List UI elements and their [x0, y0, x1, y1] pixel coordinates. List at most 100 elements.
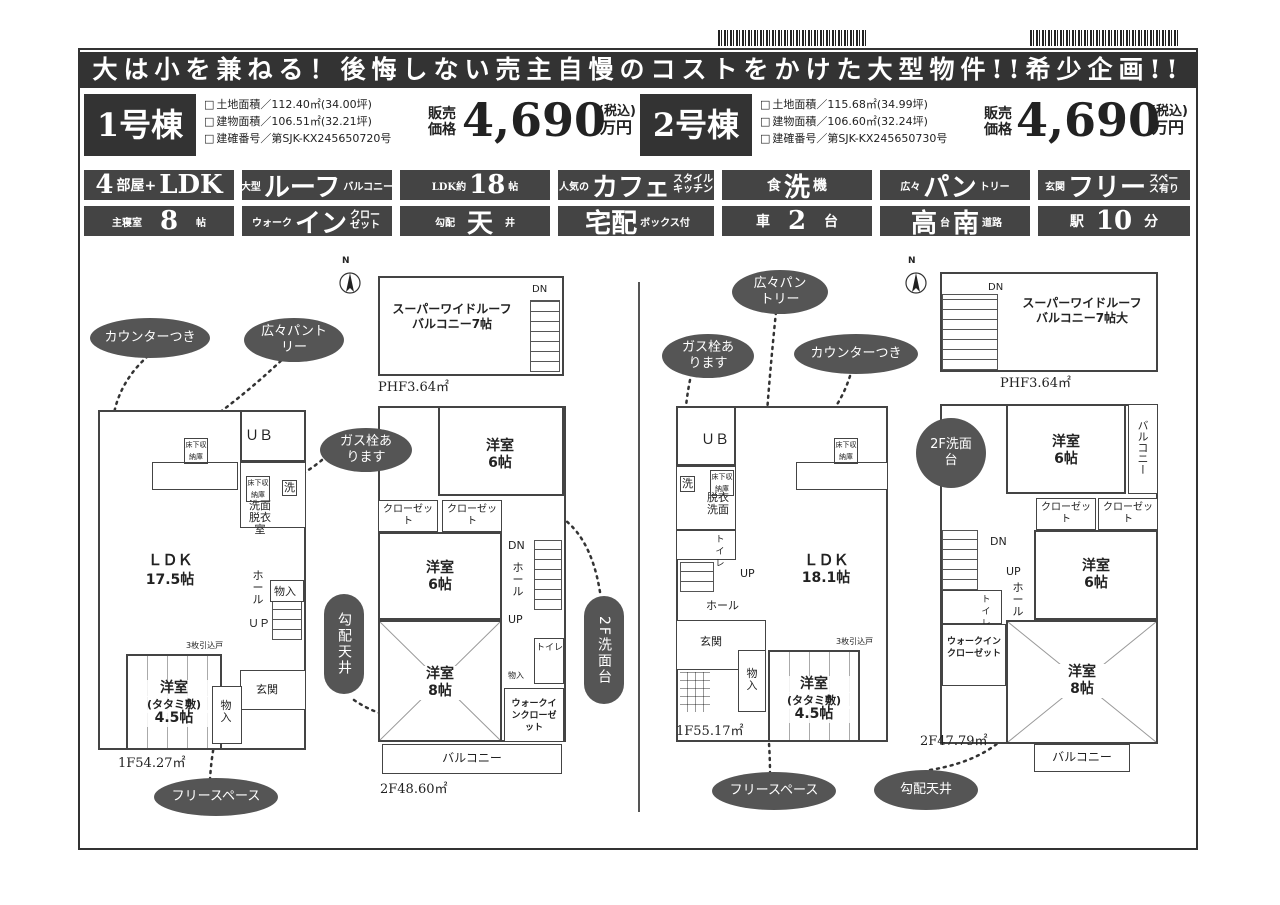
- ph-dn-2: DN: [988, 282, 1004, 293]
- callout-slope-2: 勾配天井: [874, 770, 978, 810]
- ldk-size-1: 17.5帖: [145, 572, 195, 588]
- ph-label-1: スーパーワイドルーフバルコニー7帖: [392, 302, 512, 331]
- feature-roof-balcony: 大型ルーフバルコニー: [241, 170, 393, 203]
- ph-area-1: PHF3.64㎡: [378, 380, 450, 395]
- callout-counter-2: カウンターつき: [794, 334, 918, 374]
- north-arrow-icon: [905, 272, 927, 294]
- stairs-2f-2: [942, 530, 978, 590]
- room-2f-b-2: [1034, 530, 1158, 620]
- washitsu-sub-2: (タタミ敷): [770, 692, 858, 709]
- storage-label-1f-2: 物入: [746, 667, 758, 692]
- callout-pantry-1: 広々パントリー: [244, 318, 344, 362]
- leader-sink-1: [550, 510, 602, 594]
- toilet-label-1f-2: トイレ: [715, 535, 725, 569]
- price-unit: 万円: [1152, 118, 1185, 137]
- barcode-left: [718, 30, 868, 46]
- room-2f-a-label-1: 洋室: [486, 438, 514, 454]
- closet-2f-b-2: [1098, 498, 1158, 530]
- senmen-label-2: 脱衣洗面: [707, 491, 729, 516]
- room-2f-a-size-2: 6帖: [1054, 451, 1078, 467]
- spec-land: 土地面積／115.68㎡(34.99坪): [760, 96, 978, 113]
- stairs-2f-1: [534, 540, 562, 610]
- room-2f-c-label-2: 洋室: [1052, 664, 1112, 681]
- spec-building: 建物面積／106.60㎡(32.24坪): [760, 113, 978, 130]
- washitsu-size-1: 4.5帖: [128, 710, 220, 727]
- room-2f-b-label-1: 洋室: [426, 560, 454, 576]
- balcony-side-2: [1128, 404, 1158, 494]
- room-2f-a-label-2: 洋室: [1052, 434, 1080, 450]
- wic-label-2f-1: ウォークインクローゼット: [511, 699, 557, 733]
- spec-permit: 建確番号／第SJK-KX245650730号: [760, 130, 978, 147]
- hall-label-2f-1: ホール: [512, 561, 524, 598]
- feature-cafe-kitchen: 人気のカフェスタイルキッチン: [558, 170, 714, 203]
- room-2f-b-1: [378, 532, 502, 620]
- up-label-1: ＵＰ: [248, 617, 270, 630]
- genkan-label-2: 玄関: [700, 635, 722, 648]
- leader-free-1: [208, 698, 228, 782]
- storage-2-1: [212, 686, 242, 744]
- ldk-label-2: ＬＤＫ: [803, 551, 849, 569]
- building-2-specs: 土地面積／115.68㎡(34.99坪) 建物面積／106.60㎡(32.24坪…: [760, 96, 978, 147]
- ph-area-2: PHF3.64㎡: [1000, 376, 1072, 391]
- building-2-title: 2号棟: [640, 94, 752, 156]
- room-2f-b-label-2: 洋室: [1082, 558, 1110, 574]
- room-2f-b-size-1: 6帖: [428, 577, 452, 593]
- feature-south-road: 高台南道路: [880, 206, 1030, 239]
- price-value: 4,690: [462, 93, 607, 147]
- underfloor-storage-2b: 床下収納庫: [710, 470, 734, 496]
- closet-2f-a-1: [378, 500, 438, 532]
- closet-2f-b-1: [442, 500, 502, 532]
- ph-label-2: スーパーワイドルーフバルコニー7帖大: [1022, 296, 1142, 325]
- wic-2f-1: [504, 688, 564, 742]
- feature-free-space: 玄関フリースペース有り: [1038, 170, 1190, 203]
- storage-label-2f-1: 物入: [508, 671, 524, 680]
- storage2-label-1: 物入: [220, 699, 232, 724]
- toilet-label-2f-1: トイレ: [536, 643, 564, 653]
- storage-1f-2: [738, 650, 766, 712]
- closet-2f-a-2: [1036, 498, 1096, 530]
- balcony-label-2f-1: バルコニー: [442, 751, 502, 765]
- price-tax: (税込): [598, 104, 636, 119]
- callout-sink-1: 2F洗面台: [584, 596, 624, 704]
- leader-pantry-2: [764, 310, 778, 428]
- genkan-label-1: 玄関: [256, 683, 278, 696]
- callout-counter-1: カウンターつき: [90, 318, 210, 358]
- room-2f-a-2: [1006, 404, 1126, 494]
- ph-stairs-1: [530, 300, 560, 372]
- toilet-1f-2: [676, 530, 736, 560]
- washroom-1: [240, 462, 306, 528]
- feature-delivery-box: 宅配ボックス付: [558, 206, 714, 239]
- spec-land: 土地面積／112.40㎡(34.00坪): [204, 96, 422, 113]
- dn-label-2f-2: DN: [990, 535, 1007, 548]
- ub-label-1: ＵＢ: [245, 428, 273, 444]
- bathroom-ub-1: [240, 410, 306, 462]
- sliding-door-1: 3枚引込戸: [186, 641, 224, 650]
- callout-gas-2: ガス栓あります: [662, 334, 754, 378]
- balcony-2f-1: [382, 744, 562, 774]
- hall-label-2f-2: ホール: [1012, 581, 1024, 618]
- up-label-2f-2: UP: [1006, 565, 1021, 578]
- room-2f-a-1: [438, 406, 564, 496]
- washitsu-label-2: 洋室: [770, 676, 858, 693]
- building-1-title: 1号棟: [84, 94, 196, 156]
- kitchen-counter-1: [152, 462, 238, 490]
- hall-label-1f-2: ホール: [706, 599, 739, 612]
- stairs-1f-2: [680, 562, 714, 592]
- ldk-size-2: 18.1帖: [801, 570, 851, 586]
- feature-pantry: 広々パントリー: [880, 170, 1030, 203]
- washitsu-label-1: 洋室: [128, 680, 220, 697]
- closet-2f-a-label-2: クローゼット: [1041, 502, 1091, 525]
- north-label: N: [342, 256, 350, 266]
- barcode-right: [1030, 30, 1180, 46]
- toilet-2f-1: [534, 638, 564, 684]
- ub-label-2: ＵＢ: [701, 432, 729, 448]
- genkan-tiles-2: [680, 672, 710, 712]
- ph-stairs-2: [942, 294, 998, 370]
- bathroom-ub-2: [676, 406, 736, 466]
- callout-free-2: フリースペース: [712, 772, 836, 810]
- underfloor-storage-2: 床下収納庫: [834, 438, 858, 464]
